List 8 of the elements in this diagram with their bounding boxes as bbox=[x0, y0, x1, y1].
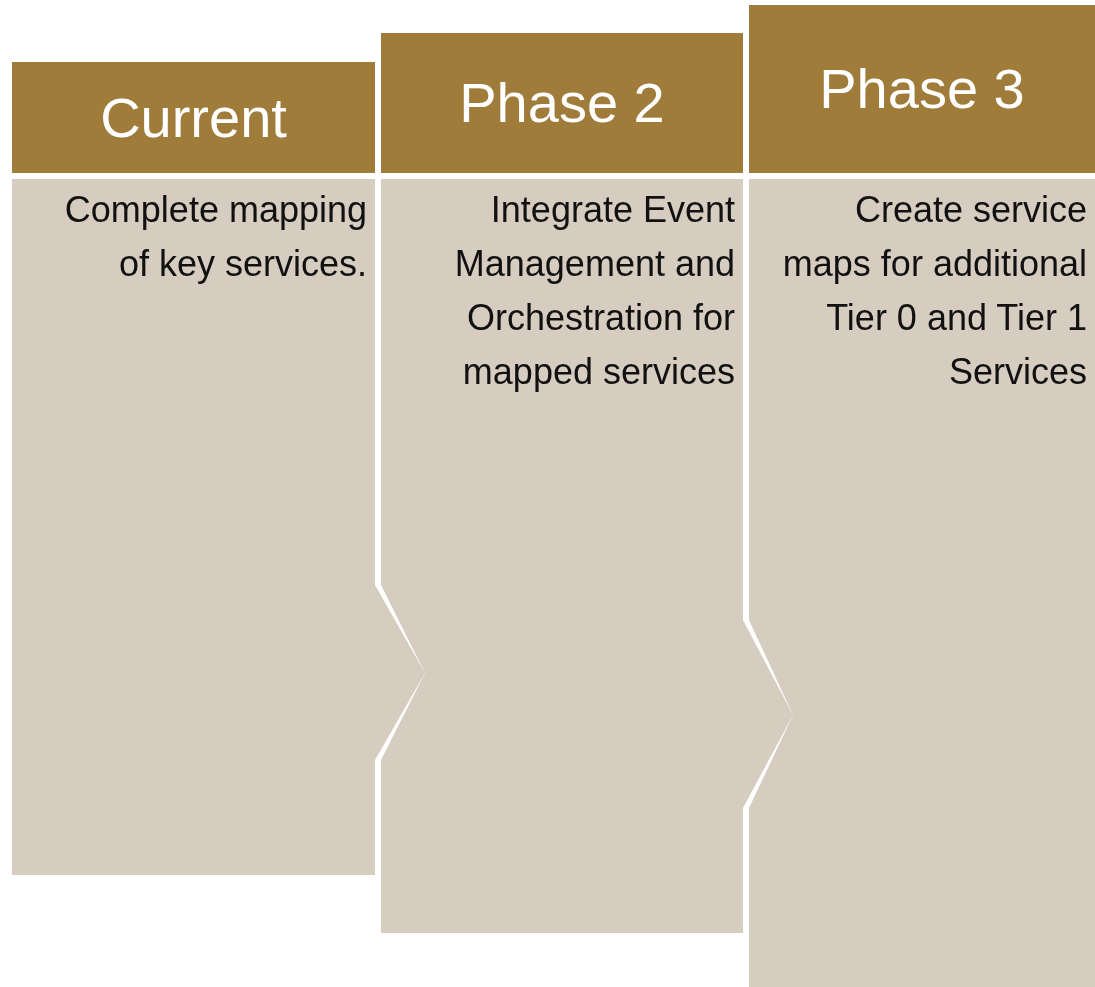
phase-description: Integrate Event Management and Orchestration for mapped services bbox=[453, 188, 735, 394]
phase-description: Complete mapping of key services. bbox=[63, 188, 367, 286]
phase-header: Phase 3 bbox=[749, 5, 1095, 173]
phase-header: Current bbox=[12, 62, 375, 173]
chevron-panel bbox=[749, 179, 1095, 987]
phase-header: Phase 2 bbox=[381, 33, 743, 173]
phase-description: Create service maps for additional Tier 0 and Tier 1 Services bbox=[781, 188, 1087, 394]
chevron-panel bbox=[12, 179, 425, 875]
